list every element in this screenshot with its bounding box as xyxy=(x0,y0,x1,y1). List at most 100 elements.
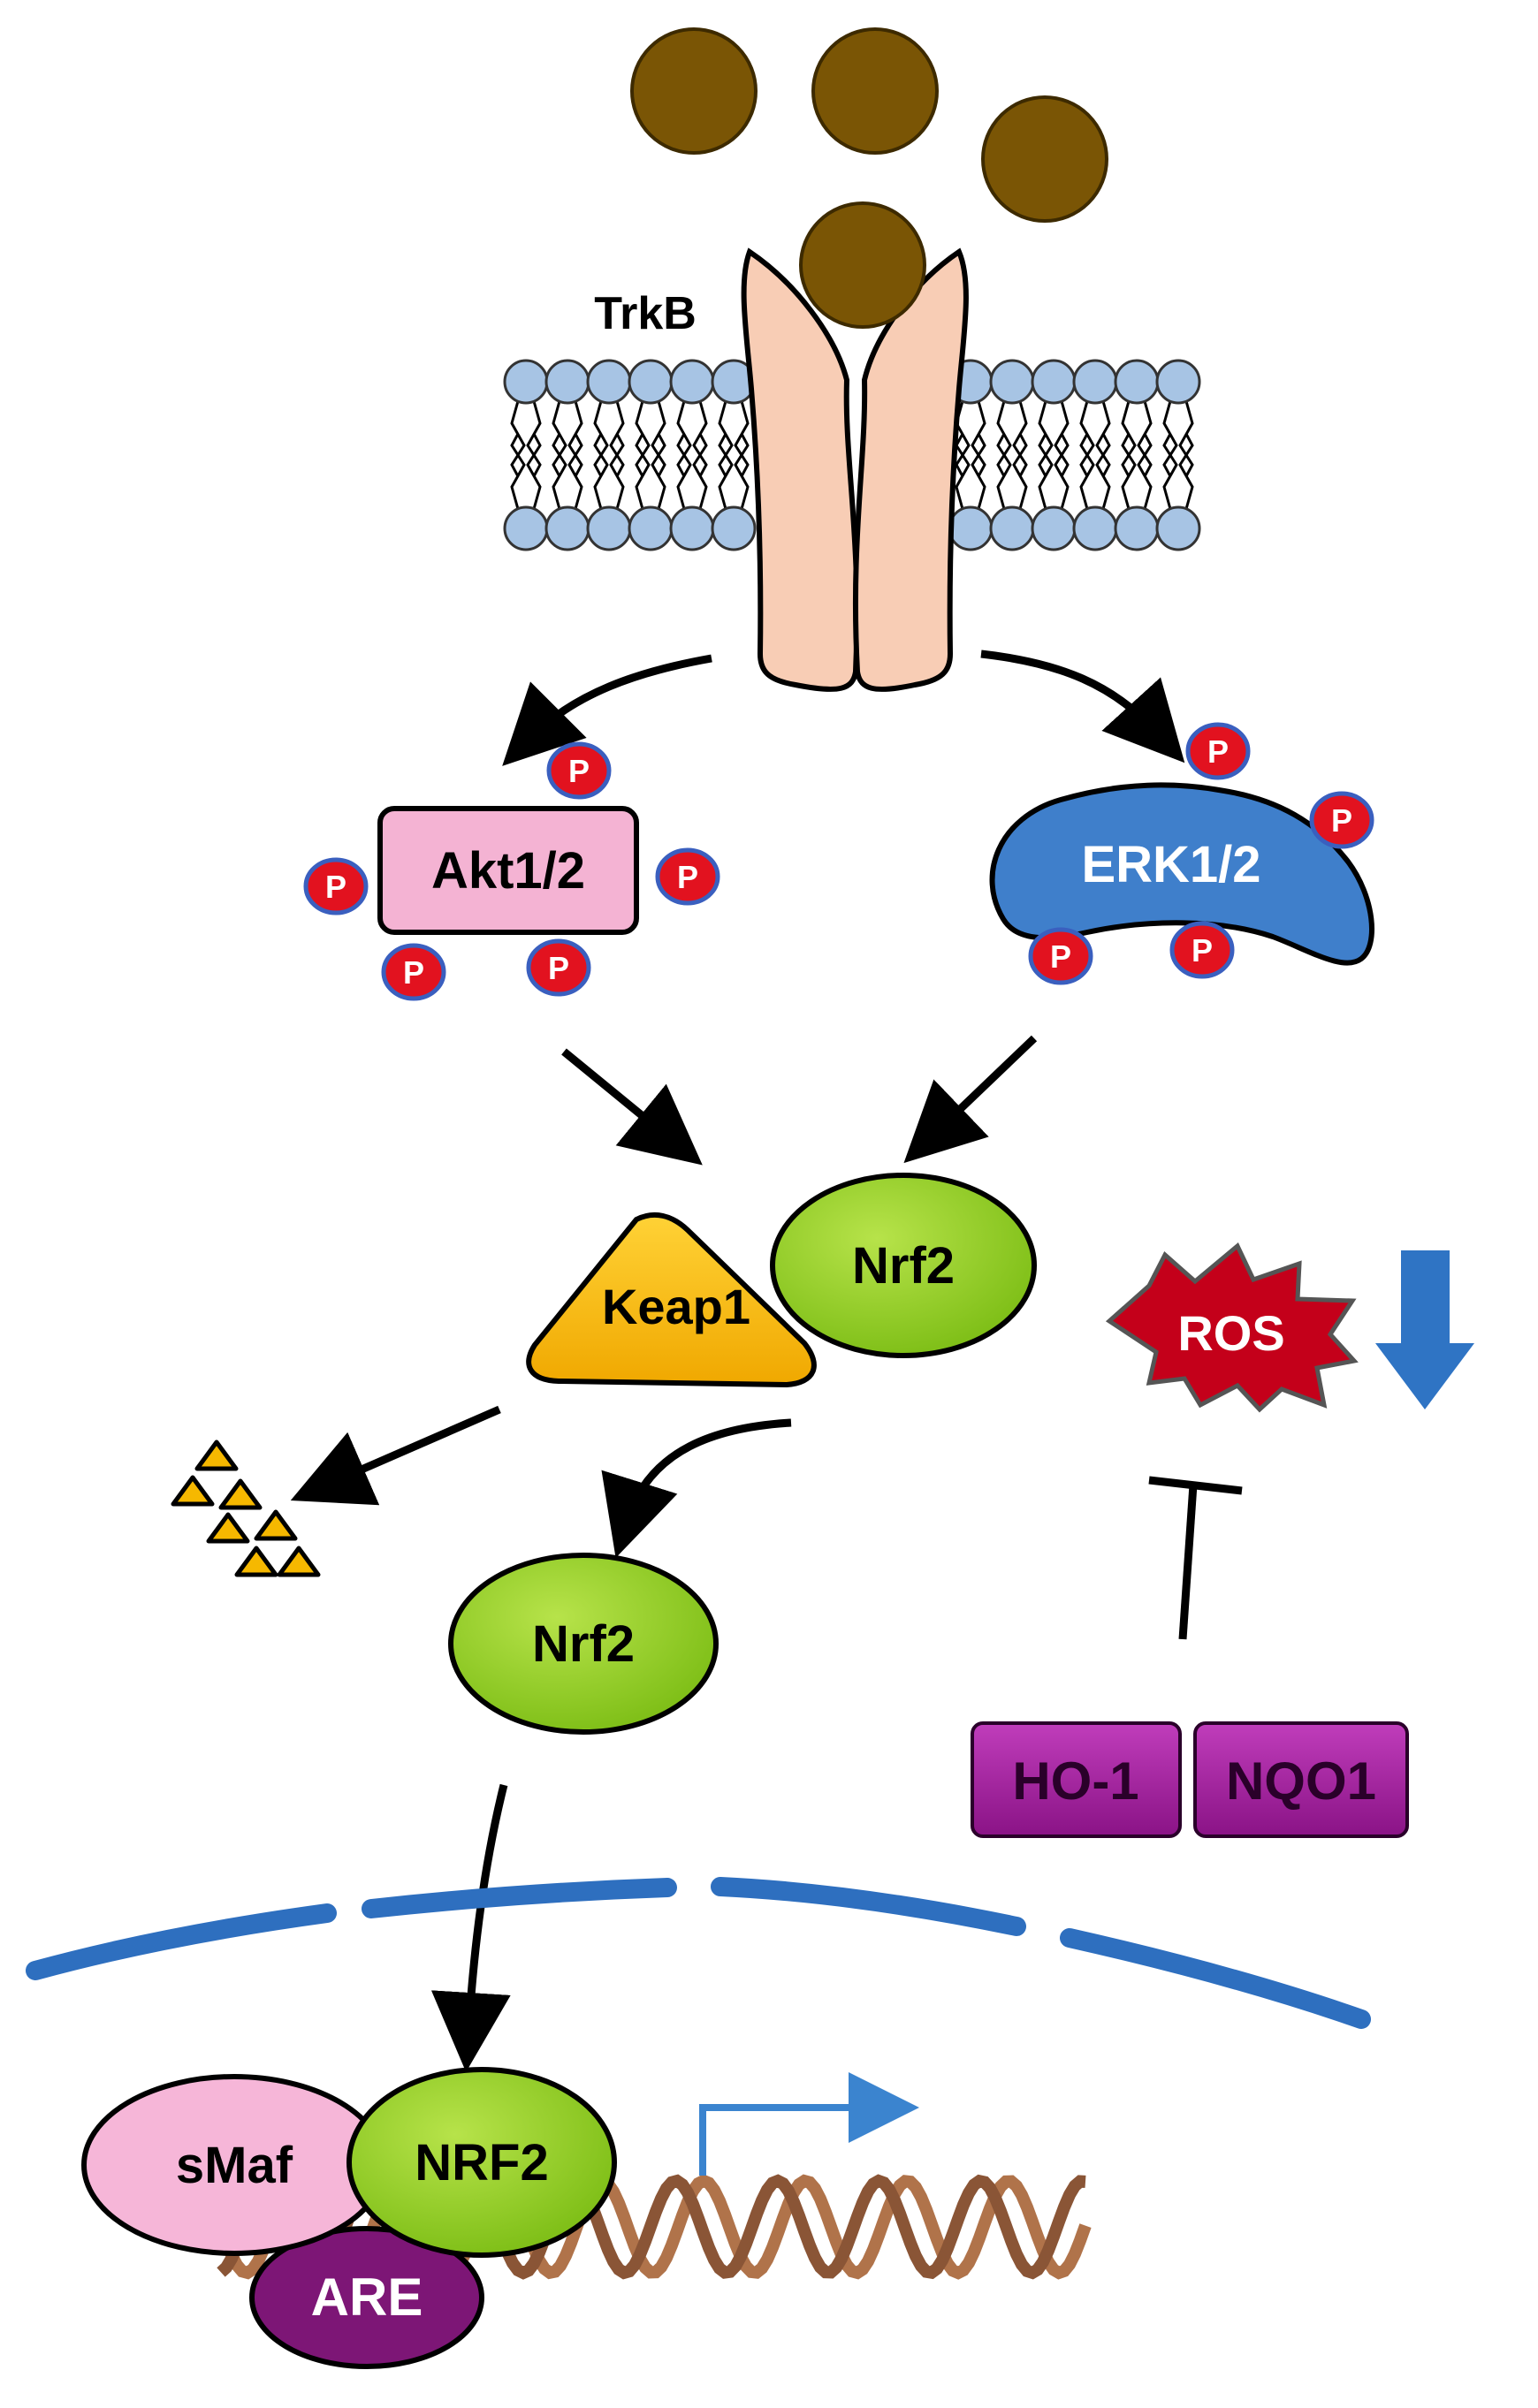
bent-arrow-icon xyxy=(699,2072,919,2176)
smaf-label: sMaf xyxy=(176,2137,293,2194)
receptor-right-subunit xyxy=(852,247,969,692)
keap1-fragment xyxy=(194,1439,239,1471)
envelope-segment xyxy=(26,1903,337,1980)
phospho-badge: P xyxy=(1185,722,1251,780)
svg-text:P: P xyxy=(568,753,590,789)
arrow-keap1-degradation xyxy=(290,1405,501,1506)
ligands xyxy=(630,27,1108,223)
lipid-molecule xyxy=(628,359,674,477)
svg-text:P: P xyxy=(1050,938,1071,975)
akt-box xyxy=(377,806,639,935)
phospho-badge: P xyxy=(303,857,369,915)
keap1-fragment xyxy=(171,1475,215,1507)
ligand-circle-icon xyxy=(799,201,926,329)
arrow-nrf2-release xyxy=(601,1418,792,1558)
nrf2-free-label: Nrf2 xyxy=(532,1615,635,1673)
akt-complex: Akt1/2 P P P P P xyxy=(303,741,720,1001)
envelope-segment xyxy=(362,1878,677,1918)
keap1-nrf2-complex: Keap1 Nrf2 xyxy=(526,1173,1037,1388)
ho1-box xyxy=(971,1721,1182,1838)
lipid-molecule xyxy=(1072,359,1118,477)
ligand-circle-icon xyxy=(981,95,1108,223)
nuclear-envelope xyxy=(26,1877,1371,2029)
keap1-fragment xyxy=(218,1478,263,1510)
arrow-receptor-to-erk xyxy=(980,649,1185,763)
keap1-triangle xyxy=(526,1212,817,1388)
cell-membrane xyxy=(503,359,1201,551)
trkb-label: TrkB xyxy=(594,288,697,339)
nrf2-nuclear-ellipse xyxy=(346,2067,617,2258)
phospho-badge: P xyxy=(546,741,612,800)
envelope-segment xyxy=(1060,1928,1371,2029)
activation-arrows xyxy=(290,649,1185,2072)
are-ellipse xyxy=(249,2226,484,2369)
lipid-molecule xyxy=(1031,433,1077,551)
nqo1-label: NQO1 xyxy=(1226,1751,1376,1811)
erk-label: ERK1/2 xyxy=(1081,836,1260,893)
degraded-fragment-icon xyxy=(171,1439,321,1577)
lipid-molecule xyxy=(669,433,715,551)
receptor-left-subunit xyxy=(741,247,860,692)
lipid-molecule xyxy=(503,359,549,477)
lipid-molecule xyxy=(1072,433,1118,551)
akt-phospho-sites: P P P P P xyxy=(303,741,720,1001)
ho1-label: HO-1 xyxy=(1012,1751,1138,1811)
nrf2-nuclear-label: NRF2 xyxy=(415,2134,548,2192)
svg-text:P: P xyxy=(677,859,698,895)
lipid-molecule xyxy=(586,359,632,477)
down-arrow-icon xyxy=(1375,1250,1474,1409)
svg-text:P: P xyxy=(1192,932,1213,969)
lipid-molecule xyxy=(989,359,1035,477)
inhibition-bar-icon xyxy=(1148,1476,1243,1640)
arrow-akt-to-nrf2 xyxy=(561,1048,703,1166)
are-label: ARE xyxy=(311,2267,423,2327)
keap1-label: Keap1 xyxy=(602,1279,750,1334)
keap1-fragment xyxy=(277,1546,321,1577)
phospho-badge: P xyxy=(1169,921,1235,979)
lipid-molecule xyxy=(711,433,757,551)
lipid-molecule xyxy=(1155,359,1201,477)
lipid-molecule xyxy=(669,359,715,477)
keap1-fragment xyxy=(254,1509,298,1541)
phospho-badge: P xyxy=(1028,927,1093,985)
lipid-molecule xyxy=(586,433,632,551)
envelope-segment xyxy=(711,1877,1026,1936)
svg-text:P: P xyxy=(403,954,424,991)
nrf2-complex-label: Nrf2 xyxy=(852,1237,955,1295)
keap1-fragment xyxy=(234,1546,278,1577)
nqo1-box xyxy=(1193,1721,1409,1838)
lipid-molecule xyxy=(544,359,590,477)
arrow-nrf2-nuclear-translocation xyxy=(430,1783,511,2072)
erk-shape xyxy=(989,782,1374,966)
svg-text:P: P xyxy=(548,950,569,986)
lipid-molecule xyxy=(989,433,1035,551)
ligand-circle-icon xyxy=(811,27,939,155)
nrf2-free-ellipse xyxy=(448,1553,719,1735)
nrf2-free: Nrf2 xyxy=(448,1553,719,1735)
phospho-badge: P xyxy=(655,847,720,906)
akt-label: Akt1/2 xyxy=(431,842,585,900)
phospho-badge: P xyxy=(526,938,591,997)
lipid-molecule xyxy=(1114,433,1160,551)
svg-text:P: P xyxy=(1331,802,1352,839)
erk-phospho-sites: P P P P xyxy=(1028,722,1374,985)
ligand-circle-icon xyxy=(630,27,758,155)
phospho-badge: P xyxy=(381,943,446,1001)
svg-text:P: P xyxy=(325,869,346,905)
nrf2-complex-ellipse xyxy=(770,1173,1037,1358)
lipid-molecule xyxy=(1155,433,1201,551)
lipid-molecule xyxy=(1114,359,1160,477)
ros-group: ROS xyxy=(1105,1242,1474,1413)
keap1-fragment xyxy=(206,1512,250,1544)
lipid-molecule xyxy=(544,433,590,551)
erk-complex: ERK1/2 P P P P xyxy=(989,722,1374,985)
lipid-molecule xyxy=(503,433,549,551)
trkb-receptor: TrkB xyxy=(594,201,969,692)
antioxidant-enzymes: HO-1 NQO1 xyxy=(971,1721,1409,1838)
arrow-receptor-to-akt xyxy=(502,654,712,766)
nuclear-complex: ARE sMaf NRF2 xyxy=(81,2067,617,2369)
ros-label: ROS xyxy=(1177,1305,1284,1361)
lipid-molecule xyxy=(628,433,674,551)
svg-text:P: P xyxy=(1207,733,1229,770)
